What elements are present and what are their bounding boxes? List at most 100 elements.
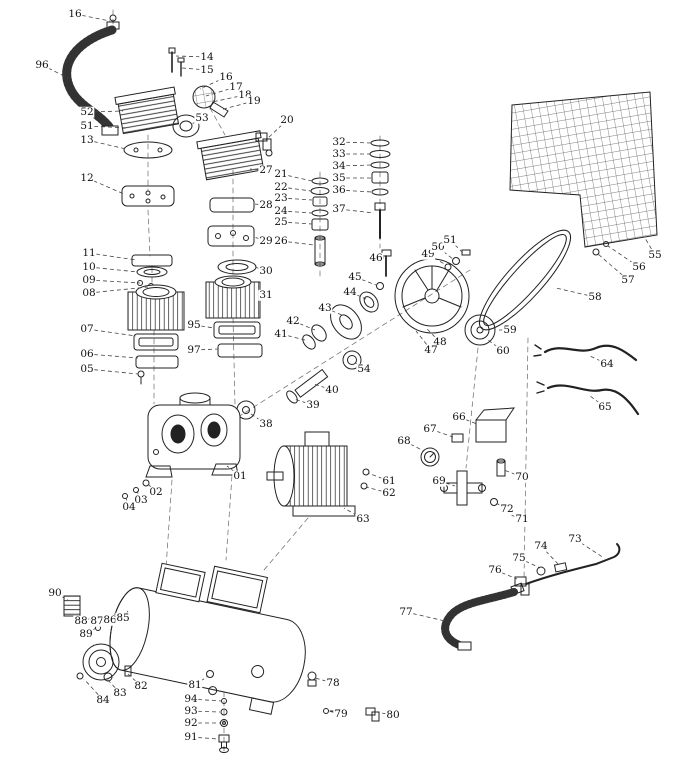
cylinder-head-left <box>114 86 180 207</box>
leader-line-56 <box>607 245 640 268</box>
callout-61: 61 <box>381 474 397 487</box>
callout-75: 75 <box>511 551 527 564</box>
leader-line-14 <box>175 55 208 58</box>
leader-line-37 <box>338 208 375 214</box>
callout-41: 41 <box>273 327 289 340</box>
callout-08: 08 <box>81 286 97 299</box>
callout-09: 09 <box>81 273 97 286</box>
callout-49: 49 <box>420 247 436 260</box>
leader-line-20 <box>265 119 288 141</box>
belt-guard <box>509 91 658 256</box>
callout-86: 86 <box>102 613 118 626</box>
leader-line-23 <box>280 197 313 201</box>
leader-line-74 <box>540 545 560 566</box>
callout-43: 43 <box>317 301 333 314</box>
handle-rod <box>514 543 621 596</box>
crankshaft-assembly <box>236 282 384 420</box>
callout-47: 47 <box>423 343 439 356</box>
callout-80: 80 <box>385 708 401 721</box>
callout-95: 95 <box>186 318 202 331</box>
callout-73: 73 <box>567 532 583 545</box>
callout-18: 18 <box>237 88 253 101</box>
leader-line-16 <box>74 13 111 22</box>
callout-97: 97 <box>186 343 202 356</box>
callout-46: 46 <box>368 251 384 264</box>
callout-16: 16 <box>67 7 83 20</box>
callout-31: 31 <box>258 288 274 301</box>
leader-line-16 <box>199 76 227 90</box>
leader-line-21 <box>280 173 313 182</box>
leader-line-93 <box>190 710 221 713</box>
callout-67: 67 <box>422 422 438 435</box>
callout-13: 13 <box>79 133 95 146</box>
callout-38: 38 <box>258 417 274 430</box>
callout-69: 69 <box>431 474 447 487</box>
callout-44: 44 <box>342 285 358 298</box>
leader-line-26 <box>280 240 315 246</box>
drain-valve-parts <box>218 698 230 753</box>
callout-62: 62 <box>381 486 397 499</box>
leader-line-36 <box>338 189 373 193</box>
callout-57: 57 <box>620 273 636 286</box>
callout-17: 17 <box>228 80 244 93</box>
callout-52: 52 <box>79 105 95 118</box>
callout-45: 45 <box>347 270 363 283</box>
callout-54: 54 <box>356 362 372 375</box>
leader-line-05 <box>86 368 139 375</box>
wheel-assembly <box>63 595 214 682</box>
leader-line-32 <box>338 141 372 144</box>
leader-line-84 <box>83 678 104 701</box>
motor-pulley <box>464 314 496 346</box>
callout-50: 50 <box>430 240 446 253</box>
discharge-hose <box>441 582 525 651</box>
construction-lines <box>112 9 529 755</box>
callout-24: 24 <box>273 204 289 217</box>
callout-65: 65 <box>597 400 613 413</box>
air-tank <box>109 562 306 715</box>
leader-line-24 <box>280 210 313 214</box>
callout-92: 92 <box>183 716 199 729</box>
callout-56: 56 <box>631 260 647 273</box>
callout-07: 07 <box>79 322 95 335</box>
leader-line-34 <box>338 164 372 167</box>
leader-line-10 <box>88 266 139 273</box>
callout-16: 16 <box>218 70 234 83</box>
callout-96: 96 <box>34 58 50 71</box>
callout-88: 88 <box>73 614 89 627</box>
callout-15: 15 <box>199 63 215 76</box>
right-cylinder-parts <box>205 275 263 358</box>
callout-70: 70 <box>514 470 530 483</box>
callout-55: 55 <box>647 248 663 261</box>
leader-line-96 <box>41 64 69 79</box>
callout-78: 78 <box>325 676 341 689</box>
leader-line-22 <box>280 186 312 192</box>
callout-25: 25 <box>273 215 289 228</box>
callout-40: 40 <box>324 383 340 396</box>
callout-94: 94 <box>183 692 199 705</box>
cylinder-head-right <box>196 130 273 275</box>
callout-66: 66 <box>451 410 467 423</box>
leader-line-18 <box>211 94 246 103</box>
callout-27: 27 <box>258 163 274 176</box>
callout-12: 12 <box>79 171 95 184</box>
callout-89: 89 <box>78 627 94 640</box>
callout-68: 68 <box>396 434 412 447</box>
callout-02: 02 <box>148 485 164 498</box>
leader-line-06 <box>86 353 139 359</box>
callout-59: 59 <box>502 323 518 336</box>
leader-line-11 <box>88 252 137 261</box>
leader-line-52 <box>86 110 124 113</box>
callout-91: 91 <box>183 730 199 743</box>
callout-87: 87 <box>89 614 105 627</box>
callout-06: 06 <box>79 347 95 360</box>
callout-05: 05 <box>79 362 95 375</box>
callout-60: 60 <box>495 344 511 357</box>
callout-79: 79 <box>333 707 349 720</box>
callout-10: 10 <box>81 260 97 273</box>
leader-line-91 <box>190 736 219 740</box>
callout-26: 26 <box>273 234 289 247</box>
callout-23: 23 <box>273 191 289 204</box>
callout-82: 82 <box>133 679 149 692</box>
valve-stack <box>310 177 330 267</box>
